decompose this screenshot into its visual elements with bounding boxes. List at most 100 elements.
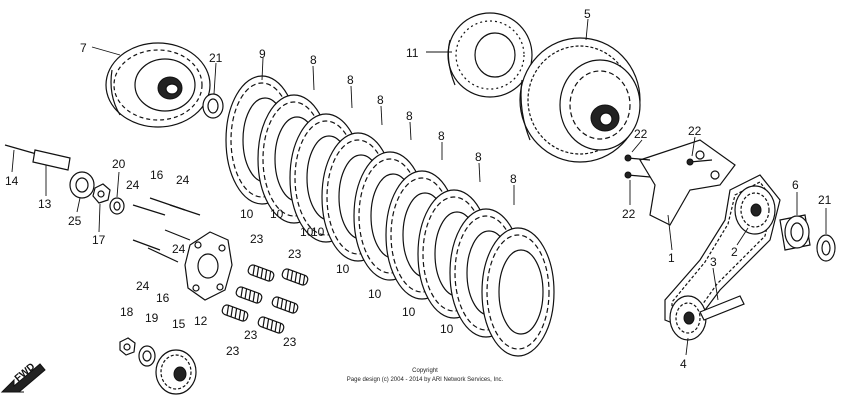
callout-13: 13 [38, 197, 52, 211]
callout-7: 7 [80, 41, 87, 55]
callout-12: 12 [194, 314, 208, 328]
clutch-plate-friction [486, 234, 550, 350]
callout-22: 22 [634, 127, 648, 141]
spring-coil [280, 298, 284, 309]
callout-10: 10 [336, 262, 350, 276]
spring-coil [262, 317, 266, 328]
part-18-nut [119, 337, 136, 356]
spring-coil [256, 293, 260, 304]
part-21-washer-right [816, 234, 836, 262]
part-2-sprocket [734, 185, 776, 235]
part-17-nut [92, 183, 111, 204]
callout-8: 8 [377, 93, 384, 107]
callout-1: 1 [668, 251, 675, 265]
spring-coil [242, 311, 246, 322]
spring-coil [248, 290, 252, 301]
callout-10: 10 [311, 225, 325, 239]
spring-coil [276, 297, 280, 308]
part-7-drive-gear [105, 42, 211, 128]
callout-10: 10 [240, 207, 254, 221]
callout-2: 2 [731, 245, 738, 259]
callout-18: 18 [120, 305, 134, 319]
spring-coil [244, 288, 248, 299]
spring-coil [252, 265, 256, 276]
copyright-line-2: Page design (c) 2004 - 2014 by ARI Netwo… [347, 377, 504, 383]
callout-22: 22 [688, 124, 702, 138]
callout-20: 20 [112, 157, 126, 171]
spring-coil [270, 320, 274, 331]
spring-coil [294, 272, 298, 283]
callout-21: 21 [818, 193, 832, 207]
callout-24: 24 [176, 173, 190, 187]
callout-10: 10 [440, 322, 454, 336]
spring-coil [286, 269, 290, 280]
spring-coil [298, 273, 302, 284]
callout-19: 19 [145, 311, 159, 325]
spring-coil [302, 275, 306, 286]
callout-23: 23 [250, 232, 264, 246]
part-20-washer [109, 197, 125, 215]
part-6-collar [779, 214, 811, 251]
spring-coil [260, 268, 264, 279]
spring-coil [264, 269, 268, 280]
part-11-pressure-plate [447, 12, 533, 98]
callout-23: 23 [226, 344, 240, 358]
spring-coil [268, 271, 272, 282]
spring-coil [238, 309, 242, 320]
callout-24: 24 [126, 178, 140, 192]
forward-direction-indicator: FWD [0, 361, 46, 393]
part-15-gear [155, 349, 197, 395]
part-3-shaft [699, 295, 745, 321]
spring-coil [266, 318, 270, 329]
spring-coil [290, 270, 294, 281]
callout-8: 8 [510, 172, 517, 186]
spring-coil [234, 308, 238, 319]
callout-10: 10 [270, 207, 284, 221]
callout-24: 24 [136, 279, 150, 293]
callout-8: 8 [475, 150, 482, 164]
callout-10: 10 [402, 305, 416, 319]
callout-11: 11 [406, 46, 419, 60]
callout-8: 8 [406, 109, 413, 123]
part-13-lifter [32, 149, 71, 171]
part-4-sprocket [669, 295, 707, 341]
callout-23: 23 [288, 247, 302, 261]
part-24-16-bolts [132, 197, 201, 263]
callout-25: 25 [68, 214, 82, 228]
callout-22: 22 [622, 207, 636, 221]
callout-4: 4 [680, 357, 687, 371]
spring-coil [226, 305, 230, 316]
callout-6: 6 [792, 178, 799, 192]
leader-lines [11, 18, 827, 356]
clutch-plate-bore [498, 249, 544, 335]
callout-9: 9 [259, 47, 266, 61]
callout-10: 10 [300, 225, 314, 239]
spring-coil [274, 321, 278, 332]
spring-coil [288, 301, 292, 312]
callout-8: 8 [310, 53, 317, 67]
spring-coil [252, 291, 256, 302]
callout-5: 5 [584, 7, 591, 21]
clutch-plate-stack [225, 75, 555, 357]
spring-coil [284, 300, 288, 311]
spring-coil [292, 303, 296, 314]
callout-labels: 7 21 9 8 8 8 8 8 8 8 11 5 22 22 22 1 4 13… [5, 7, 832, 371]
part-12-lifter-plate [184, 231, 233, 301]
callout-23: 23 [283, 335, 297, 349]
part-25-bearing [69, 171, 95, 199]
spring-coil [230, 306, 234, 317]
part-19-washer [138, 345, 156, 367]
callout-8: 8 [438, 129, 445, 143]
copyright-block: Copyright Page design (c) 2004 - 2014 by… [347, 368, 504, 383]
callout-17: 17 [92, 233, 106, 247]
callout-8: 8 [347, 73, 354, 87]
callout-21: 21 [209, 51, 223, 65]
spring-coil [256, 266, 260, 277]
part-22-bolts [624, 154, 713, 179]
callout-10: 10 [368, 287, 382, 301]
callout-24: 24 [172, 242, 186, 256]
spring-coil [240, 287, 244, 298]
part-1-guide-plate [639, 139, 736, 226]
part-21-washer-upper [202, 93, 224, 119]
